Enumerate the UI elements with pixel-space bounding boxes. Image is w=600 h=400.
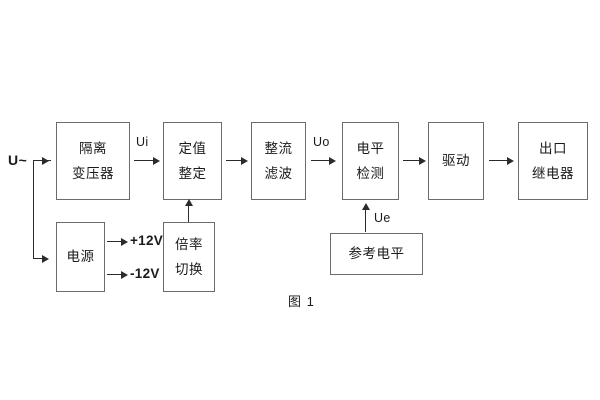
wire-negative-rail — [107, 274, 123, 276]
arrowhead-drive-to-relay — [507, 156, 514, 165]
arrowhead-transformer-to-setting — [153, 156, 160, 165]
arrowhead-negative-rail — [121, 270, 128, 279]
block-power-supply[interactable]: 电源 — [56, 222, 105, 292]
wire-level-to-drive — [403, 160, 422, 162]
wire-transformer-to-setting — [134, 160, 155, 162]
block-output-relay[interactable]: 出口 继电器 — [518, 122, 588, 200]
block-rectify-filter-line-2: 滤波 — [264, 165, 293, 181]
wire-reference-to-level — [365, 208, 367, 232]
block-output-relay-line-2: 继电器 — [532, 165, 574, 181]
wire-multiplier-to-setting — [188, 204, 190, 222]
block-reference-level-line-1: 参考电平 — [348, 246, 405, 262]
block-multiplier-switch-line-1: 倍率 — [175, 237, 203, 252]
block-rectify-filter[interactable]: 整流 滤波 — [251, 122, 306, 200]
source-feed-bottom-wire — [33, 258, 45, 260]
source-feed-top-wire — [33, 160, 45, 162]
source-branch-vertical-wire — [33, 160, 35, 259]
block-level-detection-line-2: 检测 — [356, 165, 385, 181]
block-reference-level[interactable]: 参考电平 — [330, 233, 423, 275]
block-setting-value[interactable]: 定值 整定 — [163, 122, 222, 200]
block-rectify-filter-line-1: 整流 — [264, 141, 293, 156]
arrowhead-level-to-drive — [419, 156, 426, 165]
wire-setting-to-rectify — [226, 160, 243, 162]
block-isolation-transformer[interactable]: 隔离 变压器 — [56, 122, 130, 200]
block-setting-value-line-2: 整定 — [178, 165, 207, 181]
block-level-detection-line-1: 电平 — [356, 141, 385, 156]
arrowhead-positive-rail — [121, 237, 128, 246]
power-rail-label-positive: +12V — [130, 233, 164, 248]
signal-label-ui: Ui — [136, 135, 149, 149]
wire-drive-to-relay — [489, 160, 510, 162]
wire-positive-rail — [107, 241, 123, 243]
block-output-relay-line-1: 出口 — [539, 141, 567, 156]
signal-label-uo: Uo — [313, 135, 330, 149]
source-feed-top-arrowhead — [42, 156, 49, 165]
block-drive-line-1: 驱动 — [442, 153, 470, 169]
block-isolation-transformer-line-2: 变压器 — [72, 165, 114, 181]
arrowhead-reference-to-level — [361, 203, 370, 210]
block-level-detection[interactable]: 电平 检测 — [342, 122, 399, 200]
block-power-supply-line-1: 电源 — [66, 249, 95, 265]
arrowhead-setting-to-rectify — [241, 156, 248, 165]
block-isolation-transformer-line-1: 隔离 — [79, 141, 107, 156]
arrowhead-rectify-to-level — [329, 156, 336, 165]
source-feed-bottom-arrowhead — [42, 254, 49, 263]
power-rail-label-negative: -12V — [130, 266, 160, 281]
block-multiplier-switch-line-2: 切换 — [175, 261, 203, 277]
block-drive[interactable]: 驱动 — [428, 122, 484, 200]
block-multiplier-switch[interactable]: 倍率 切换 — [163, 222, 215, 292]
source-label-u: U~ — [8, 152, 28, 168]
figure-caption: 图 1 — [288, 294, 315, 309]
signal-label-ue: Ue — [374, 211, 391, 225]
block-setting-value-line-1: 定值 — [178, 141, 207, 156]
wire-rectify-to-level — [311, 160, 331, 162]
arrowhead-multiplier-to-setting — [184, 199, 193, 206]
